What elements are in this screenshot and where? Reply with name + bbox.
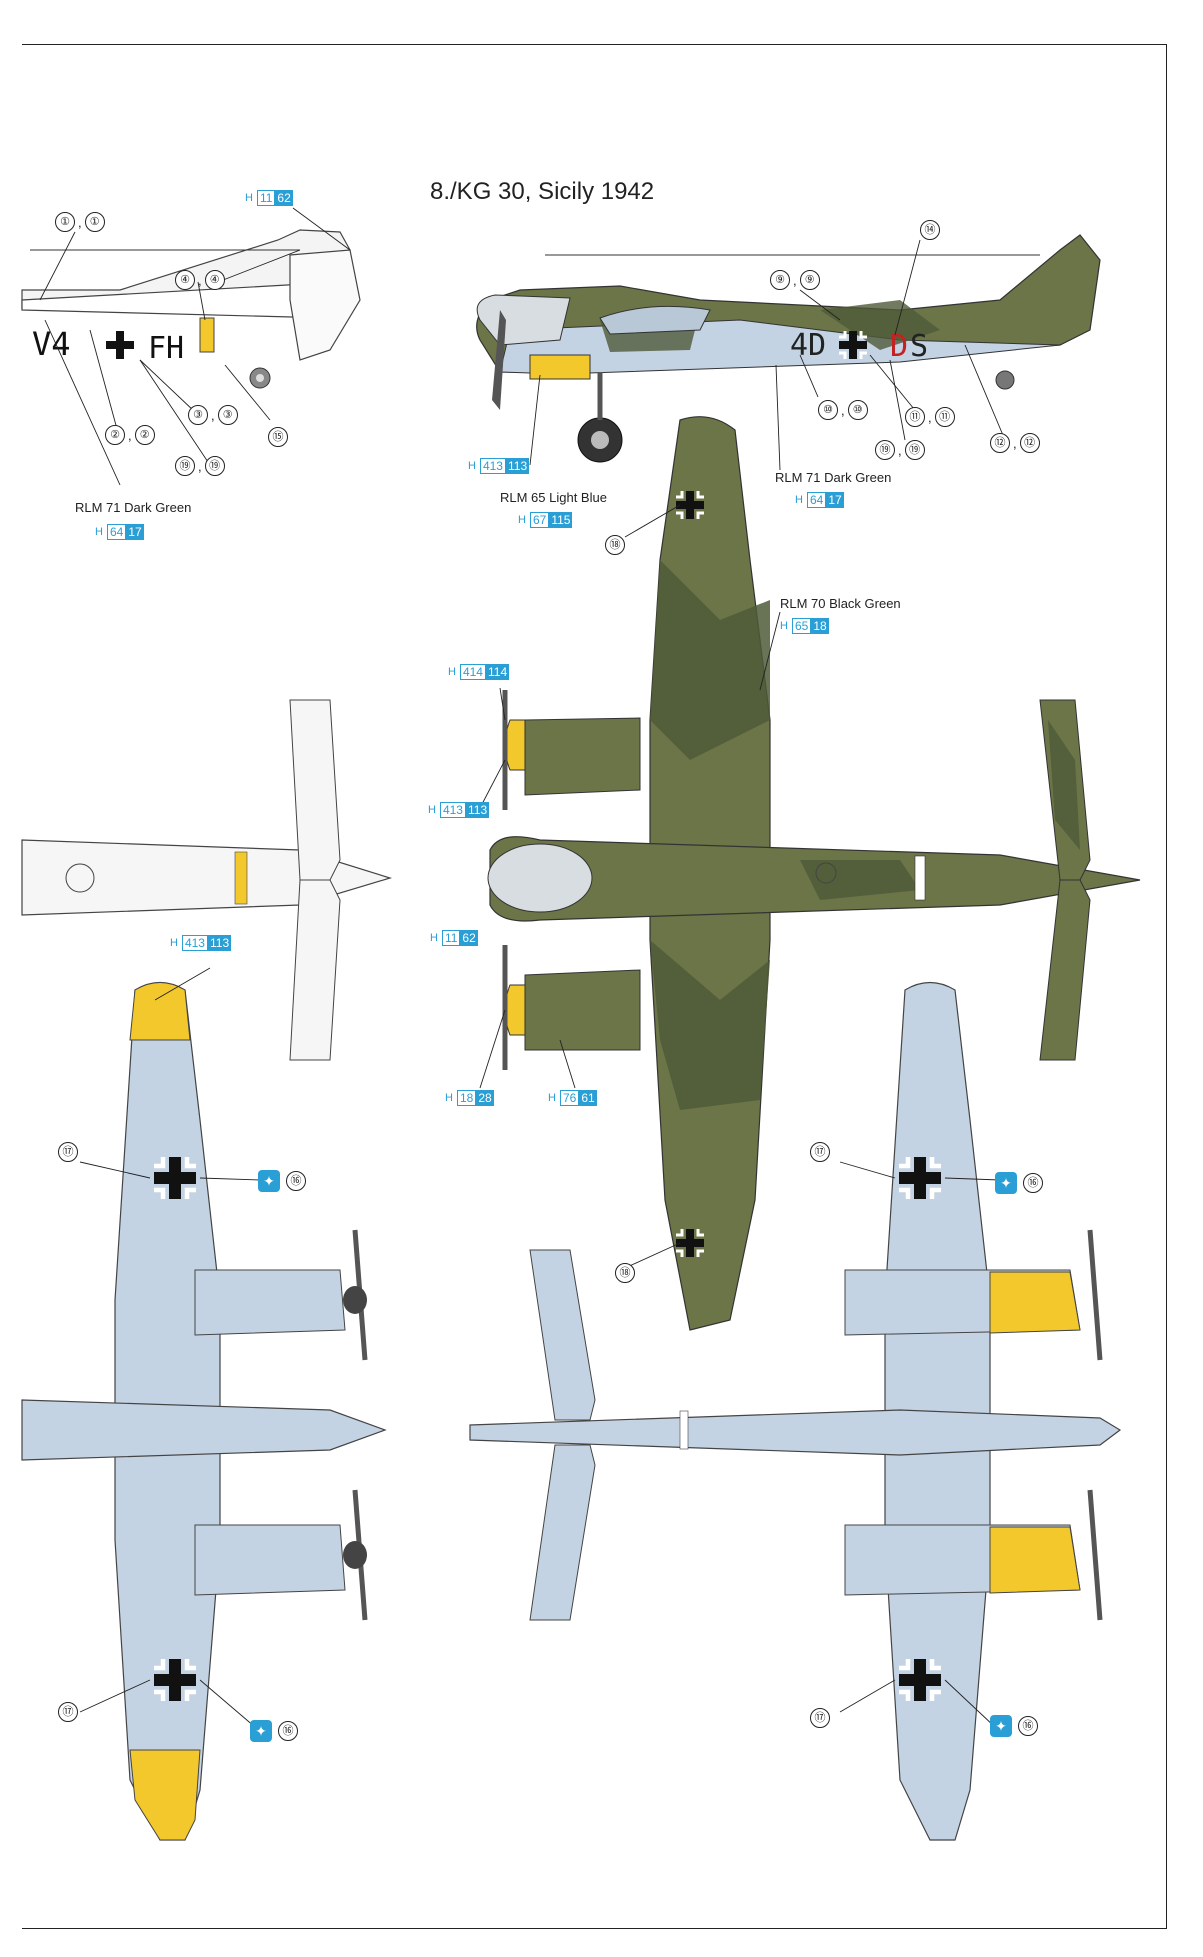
callout-17: ⑰ — [810, 1142, 830, 1162]
callout-12: ⑫,⑫ — [990, 433, 1040, 453]
label-black-green: RLM 70 Black Green — [780, 596, 901, 611]
callout-10: ⑩,⑩ — [818, 400, 868, 420]
right-side-view: 4D D S — [476, 234, 1101, 463]
left-code-prefix: V4 — [32, 325, 71, 363]
stencil-icon: ✦ — [990, 1715, 1012, 1737]
leader-lines — [39, 207, 1006, 1728]
callout-9: ⑨,⑨ — [770, 270, 820, 290]
callout-15: ⑮ — [268, 427, 288, 447]
page-title: 8./KG 30, Sicily 1942 — [430, 178, 655, 205]
right-bottom-view — [469, 981, 1122, 1841]
callout-17: ⑰ — [810, 1708, 830, 1728]
left-side-view: V4 FH — [21, 229, 361, 389]
symbol-16: ✦⑯ — [990, 1715, 1038, 1737]
left-bottom-view — [21, 981, 387, 1841]
callout-11: ⑪,⑪ — [905, 407, 955, 427]
callout-18-top: ⑱ — [605, 535, 625, 555]
right-code-red-letter: D — [890, 329, 908, 364]
callout-4: ④,④ — [175, 270, 225, 290]
callout-17: ⑰ — [58, 1142, 78, 1162]
symbol-16: ✦⑯ — [258, 1170, 306, 1192]
frame-bottom-line — [22, 1928, 1167, 1929]
callout-1: ①,① — [55, 212, 105, 232]
label-right-dark-green: RLM 71 Dark Green — [775, 470, 892, 485]
frame-top-line — [22, 44, 1167, 45]
callout-18-bottom: ⑱ — [615, 1263, 635, 1283]
frame-right-line — [1166, 44, 1167, 1929]
right-code-prefix: 4D — [790, 328, 826, 363]
callout-17: ⑰ — [58, 1702, 78, 1722]
stencil-icon: ✦ — [250, 1720, 272, 1742]
left-partial-view — [21, 699, 393, 1061]
label-light-blue: RLM 65 Light Blue — [500, 490, 607, 505]
callout-2: ②,② — [105, 425, 155, 445]
callout-3: ③,③ — [188, 405, 238, 425]
callout-14: ⑭ — [920, 220, 940, 240]
top-view — [487, 416, 1141, 1331]
symbol-16: ✦⑯ — [250, 1720, 298, 1742]
stencil-icon: ✦ — [258, 1170, 280, 1192]
callout-19-left: ⑲,⑲ — [175, 456, 225, 476]
right-code-black-letter: S — [910, 329, 928, 364]
callout-19-right: ⑲,⑲ — [875, 440, 925, 460]
left-code-suffix: FH — [148, 331, 184, 366]
label-left-dark-green: RLM 71 Dark Green — [75, 500, 192, 515]
symbol-16: ✦⑯ — [995, 1172, 1043, 1194]
stencil-icon: ✦ — [995, 1172, 1017, 1194]
